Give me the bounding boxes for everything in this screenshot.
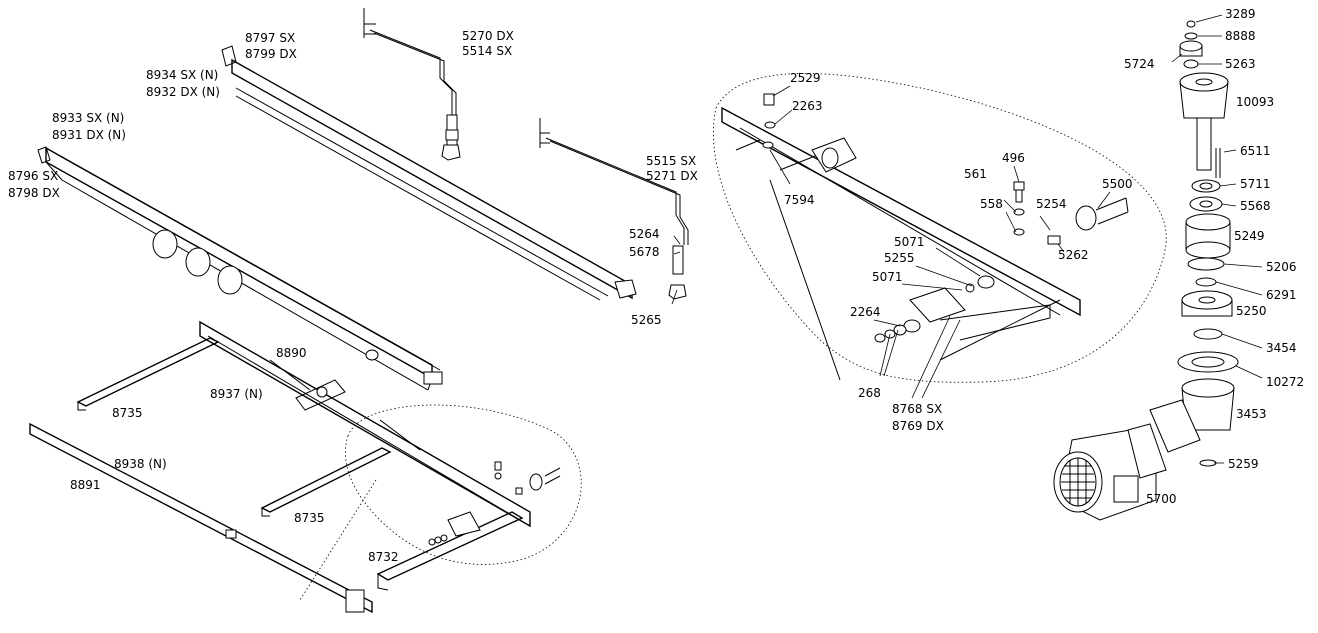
bracket-5515-5271 [539,118,689,300]
label-3453: 3453 [1236,407,1267,421]
label-5262: 5262 [1058,248,1089,262]
label-8891: 8891 [70,478,101,492]
label-5206: 5206 [1266,260,1297,274]
rail-8933-8931 [37,146,443,391]
label-3289: 3289 [1225,7,1256,21]
leader-lines [671,14,1263,464]
label-5678: 5678 [629,245,660,259]
label-8735-a: 8735 [112,406,143,420]
label-10272: 10272 [1266,375,1304,389]
motor-5700 [1053,423,1167,521]
label-5264: 5264 [629,227,660,241]
part-8732 [376,511,524,591]
label-8735-b: 8735 [294,511,325,525]
label-5711: 5711 [1240,177,1271,191]
label-5250: 5250 [1236,304,1267,318]
label-8931-dx-n: 8931 DX (N) [52,128,126,142]
label-2264: 2264 [850,305,881,319]
label-496: 496 [1002,151,1025,165]
label-5700: 5700 [1146,492,1177,506]
crossbar-8735a [76,337,220,411]
label-8890: 8890 [276,346,307,360]
label-3454: 3454 [1266,341,1297,355]
label-5500: 5500 [1102,177,1133,191]
label-5255: 5255 [884,251,915,265]
frame-8890 [199,320,531,528]
label-5263: 5263 [1225,57,1256,71]
label-8797-sx: 8797 SX [245,31,295,45]
label-8934-sx-n: 8934 SX (N) [146,68,218,82]
label-5514-sx: 5514 SX [462,44,512,58]
detail-outline-large [712,73,1167,383]
rail-8934-8932 [221,45,637,301]
label-5071-a: 5071 [894,235,925,249]
label-8888: 8888 [1225,29,1256,43]
stack-parts [1149,20,1239,467]
label-8796-sx: 8796 SX [8,169,58,183]
label-5515-sx: 5515 SX [646,154,696,168]
label-268: 268 [858,386,881,400]
label-2529: 2529 [790,71,821,85]
label-5249: 5249 [1234,229,1265,243]
label-561: 561 [964,167,987,181]
label-5259: 5259 [1228,457,1259,471]
label-8938-n: 8938 (N) [114,457,167,471]
label-558: 558 [980,197,1003,211]
label-10093: 10093 [1236,95,1274,109]
detail-rail [721,93,1081,381]
label-5724: 5724 [1124,57,1155,71]
label-5271-dx: 5271 DX [646,169,698,183]
crossbar-8735b [260,447,392,517]
label-8932-dx-n: 8932 DX (N) [146,85,220,99]
label-5071-b: 5071 [872,270,903,284]
label-8937-n: 8937 (N) [210,387,263,401]
label-8933-sx-n: 8933 SX (N) [52,111,124,125]
label-5270-dx: 5270 DX [462,29,514,43]
crossbar-8937 [295,379,346,411]
rail-8891 [29,422,373,614]
detail-outline-small [344,404,582,565]
label-8798-dx: 8798 DX [8,186,60,200]
part-labels: 8797 SX 8799 DX 5270 DX 5514 SX 8934 SX … [8,7,1304,564]
label-2263: 2263 [792,99,823,113]
bracket-5270-5514 [363,8,461,161]
label-8768-sx: 8768 SX [892,402,942,416]
label-5568: 5568 [1240,199,1271,213]
label-5254: 5254 [1036,197,1067,211]
label-6511: 6511 [1240,144,1271,158]
label-6291: 6291 [1266,288,1297,302]
label-8769-dx: 8769 DX [892,419,944,433]
label-5265: 5265 [631,313,662,327]
hardware-detail-small [494,461,561,495]
label-8732: 8732 [368,550,399,564]
label-7594: 7594 [784,193,815,207]
label-8799-dx: 8799 DX [245,47,297,61]
detail-bracket [909,287,1051,341]
